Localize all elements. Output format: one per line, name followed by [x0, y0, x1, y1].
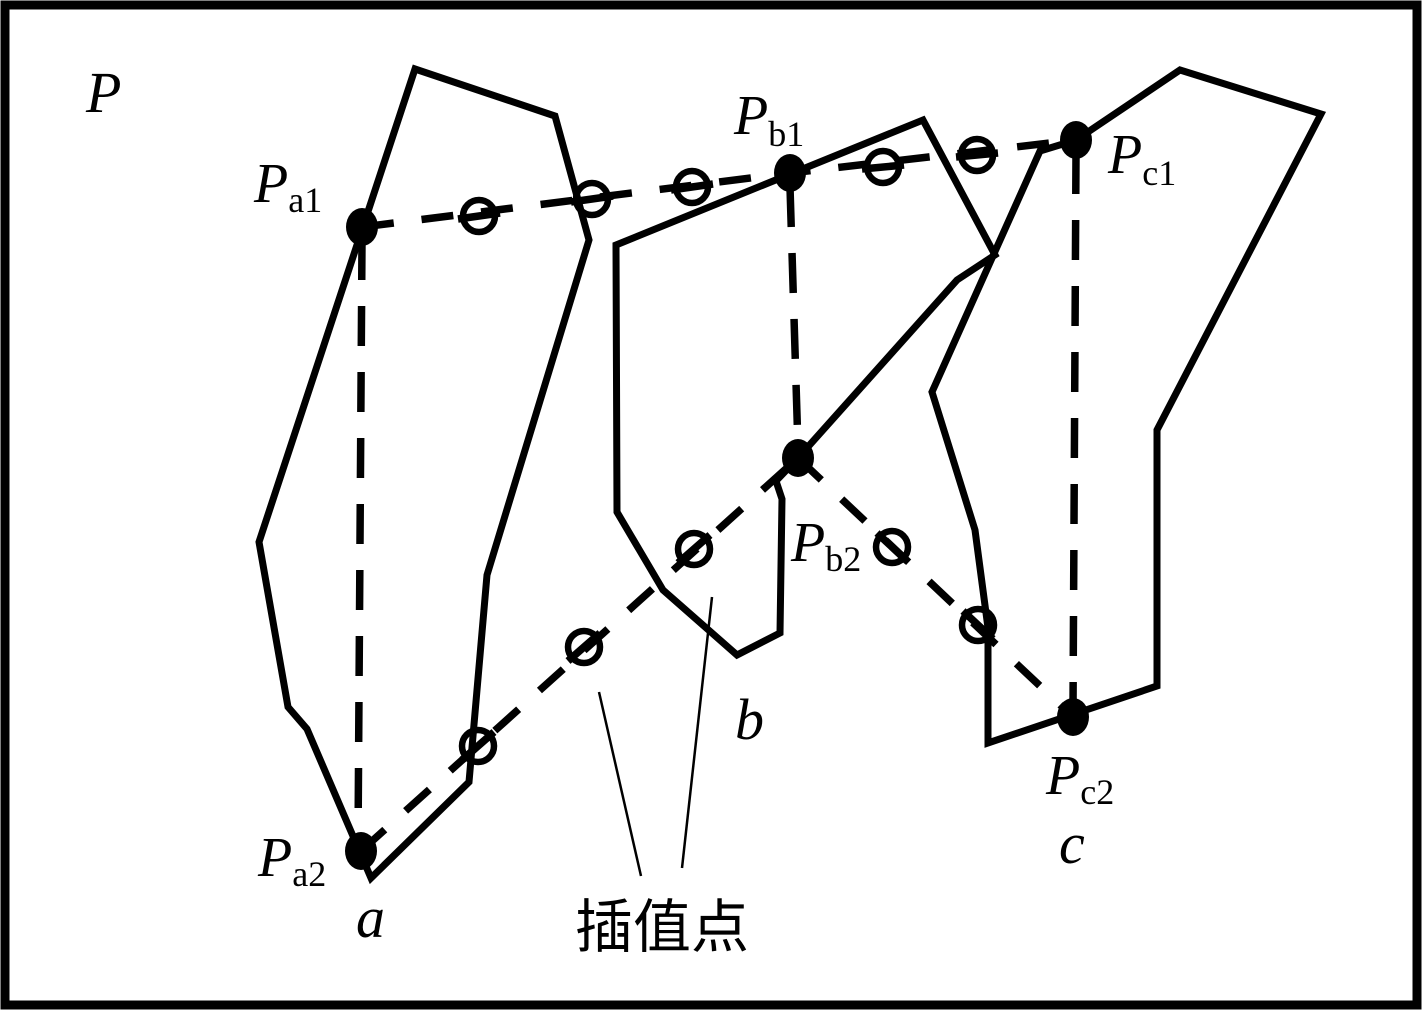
- label-pa1-sub: a1: [288, 180, 322, 220]
- label-pb2-main: P: [790, 512, 825, 574]
- label-pc2-sub: c2: [1080, 772, 1114, 812]
- interpolation-points: [458, 135, 998, 766]
- label-interpolation-points: 插值点: [575, 895, 749, 960]
- label-pa2-sub: a2: [292, 854, 326, 894]
- label-pb1: Pb1: [733, 85, 804, 154]
- annotation-pointer-line: [597, 691, 643, 877]
- polygon-a-outline: [255, 64, 593, 885]
- label-pb2-sub: b2: [825, 539, 861, 579]
- interpolation-point-circle: [863, 147, 903, 187]
- label-pb1-sub: b1: [768, 114, 804, 154]
- slice-b-axis-dashed-line: [786, 186, 802, 449]
- label-pa2: Pa2: [257, 827, 326, 894]
- label-pc1: Pc1: [1107, 124, 1176, 193]
- label-slice-a: a: [356, 885, 385, 950]
- interpolation-point-circle: [958, 605, 998, 645]
- feature-point-pa2: [345, 832, 377, 870]
- dash-stubs: [457, 149, 999, 763]
- feature-point-pa1: [346, 208, 378, 246]
- feature-point-pb1: [774, 154, 806, 192]
- interpolation-point-circle: [957, 135, 997, 175]
- slice-c-axis-dashed-line: [1069, 153, 1080, 709]
- polygon-c-outline: [928, 66, 1327, 748]
- label-pa1-main: P: [253, 153, 288, 215]
- slice-a-axis-dashed-line: [354, 239, 366, 845]
- label-pa2-main: P: [257, 827, 292, 889]
- feature-point-pc1: [1060, 121, 1092, 159]
- label-slice-c: c: [1059, 811, 1085, 876]
- polygon-b-outline: [612, 115, 1000, 660]
- label-pc1-sub: c1: [1142, 153, 1176, 193]
- feature-points: [345, 121, 1092, 870]
- label-pa1: Pa1: [253, 153, 322, 220]
- feature-point-pc2: [1057, 698, 1089, 736]
- interpolation-point-circle: [564, 627, 604, 667]
- interpolation-point-circle: [872, 527, 912, 567]
- label-pb1-main: P: [733, 85, 768, 147]
- label-pc2-main: P: [1045, 745, 1080, 807]
- interpolation-point-circle: [672, 167, 712, 207]
- plane-label: P: [85, 60, 121, 125]
- interpolation-point-circle: [572, 179, 612, 219]
- annotation-pointer-line: [680, 596, 714, 869]
- label-pc1-main: P: [1107, 124, 1142, 186]
- bottom-left-correspondence-dashed-line: [358, 455, 801, 854]
- interpolation-point-circle: [674, 529, 714, 569]
- bottom-right-correspondence-dashed-line: [795, 455, 1076, 720]
- interpolation-point-circle: [459, 196, 499, 236]
- feature-point-pb2: [782, 439, 814, 477]
- label-pc2: Pc2: [1045, 745, 1114, 812]
- interpolation-point-circle: [458, 726, 498, 766]
- label-slice-b: b: [735, 687, 764, 752]
- label-pb2: Pb2: [790, 512, 861, 579]
